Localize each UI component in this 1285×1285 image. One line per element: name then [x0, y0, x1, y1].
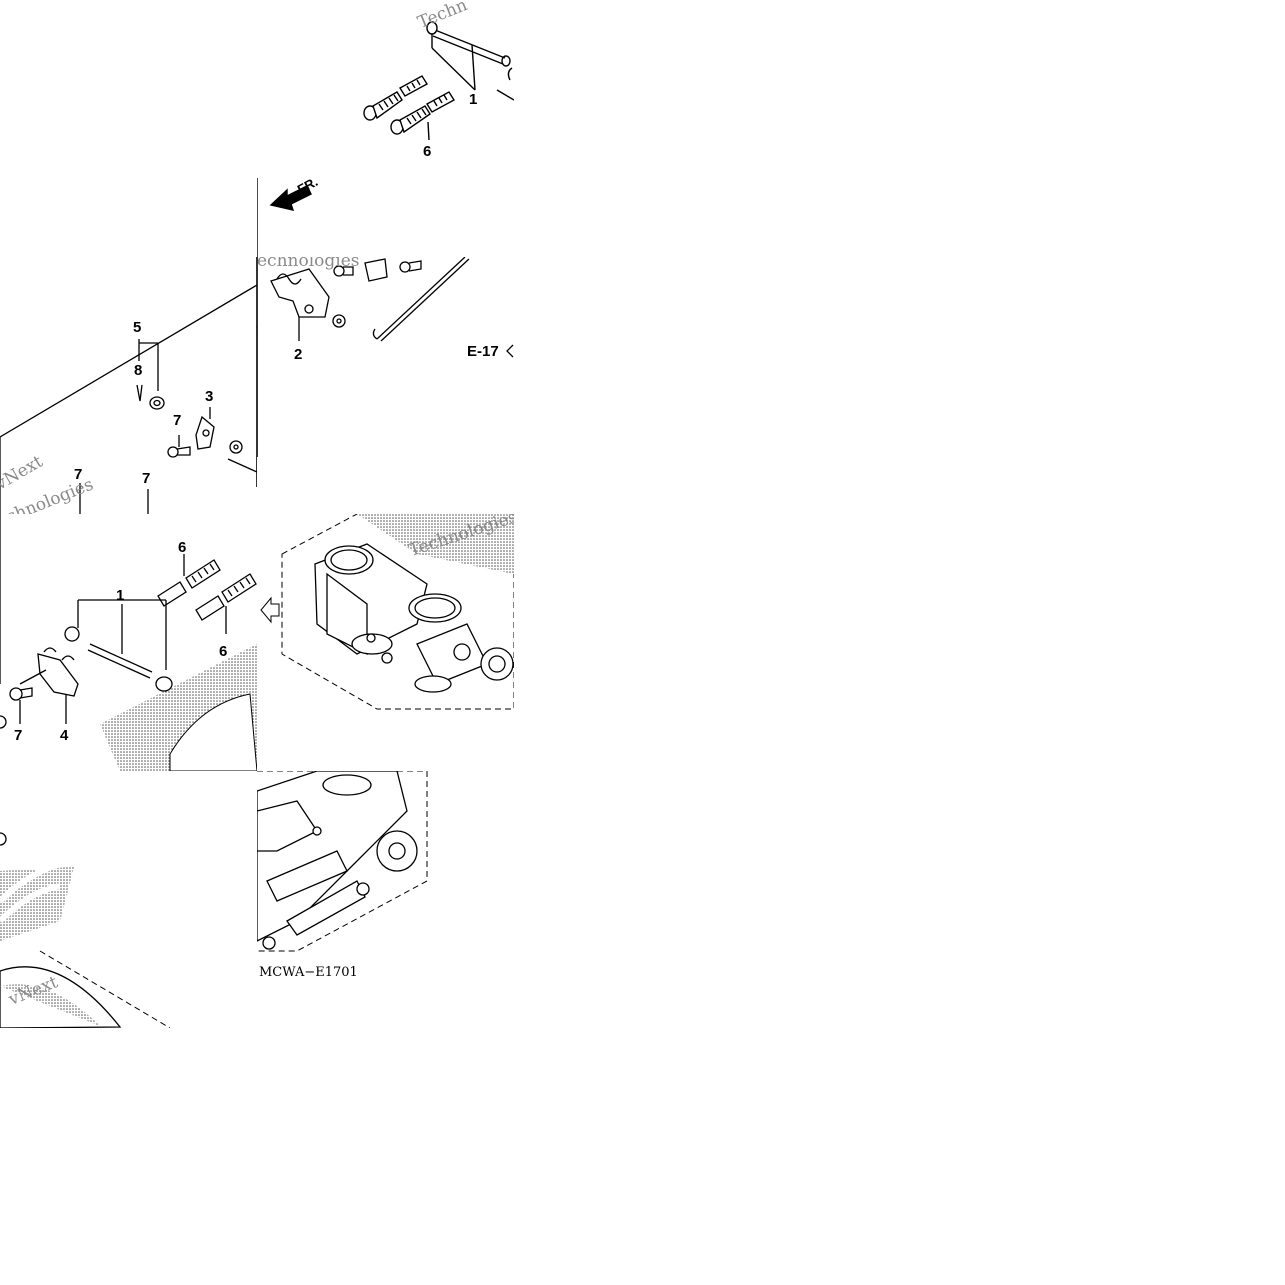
part-label-1: 1 [116, 587, 125, 604]
diagram-tile-throttle-body: Technologies [257, 514, 514, 771]
part-label-7: 7 [142, 470, 151, 487]
lower-left-drawing [0, 514, 257, 771]
part-label-7: 7 [14, 727, 23, 744]
part-label-6: 6 [423, 143, 432, 160]
throttle-body-drawing [260, 514, 514, 710]
part-label-1: 1 [469, 91, 478, 108]
part-label-6: 6 [219, 643, 228, 660]
part-label-5: 5 [133, 319, 142, 336]
part-label-2: 2 [294, 346, 303, 363]
part-label-7: 7 [173, 412, 182, 429]
engine-right-drawing [257, 771, 428, 952]
diagram-tile-lower-left: 6 1 6 7 4 [0, 514, 257, 771]
diagram-tile-center: 2 E-17 echnologies [257, 257, 514, 514]
part-label-6: 6 [178, 539, 187, 556]
center-drawing [257, 257, 514, 457]
diagram-tile-engine-left: vNext [0, 771, 257, 1028]
section-reference: E-17 [467, 343, 499, 360]
diagram-tile-left-middle: 5 8 7 3 7 7 vNext echnologies [0, 257, 257, 514]
part-label-4: 4 [60, 727, 69, 744]
watermark-text: echnologies [257, 257, 360, 271]
diagram-tile-top: 1 6 FR. Techn [257, 0, 514, 257]
top-parts-drawing [257, 21, 514, 257]
part-label-3: 3 [205, 388, 214, 405]
engine-left-drawing [0, 832, 171, 1028]
diagram-tile-engine-right: MCWA−E1701 [257, 771, 514, 1028]
diagram-code: MCWA−E1701 [259, 965, 358, 980]
left-middle-drawing [0, 257, 257, 514]
part-label-7: 7 [74, 466, 83, 483]
part-label-8: 8 [134, 362, 143, 379]
